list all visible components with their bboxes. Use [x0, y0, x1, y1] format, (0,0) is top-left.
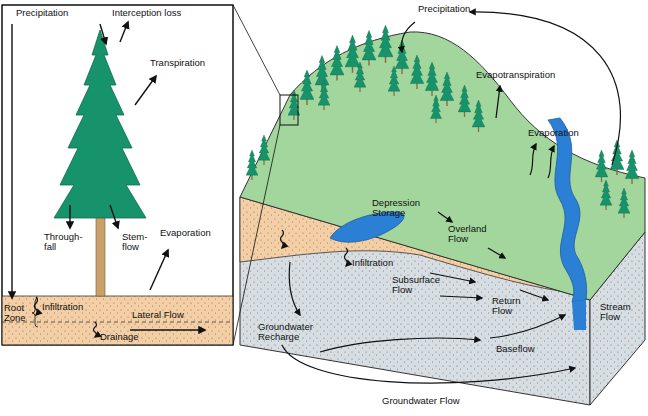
process-label: Overland Flow: [448, 224, 498, 245]
process-label: Lateral Flow: [132, 310, 184, 320]
process-label: Depression Storage: [372, 198, 432, 219]
process-label: Transpiration: [150, 58, 205, 68]
process-label: Precipitation: [418, 4, 470, 14]
process-label: Infiltration: [352, 258, 393, 268]
process-label: Baseflow: [496, 344, 535, 354]
process-label: Evaporation: [528, 128, 579, 138]
process-label: Through- fall: [44, 232, 84, 253]
process-label: Return Flow: [492, 296, 532, 317]
process-label: Precipitation: [16, 8, 68, 18]
process-label: Groundwater Recharge: [258, 322, 322, 343]
process-label: Interception loss: [112, 8, 181, 18]
process-label: Drainage: [100, 332, 139, 342]
process-label: Subsurface Flow: [392, 275, 440, 296]
process-label: Root Zone: [4, 303, 36, 324]
process-label: Evaporation: [160, 228, 211, 238]
process-label: Stream Flow: [600, 302, 636, 323]
process-label: Evapotranspiration: [476, 70, 555, 80]
process-label: Stem- flow: [122, 232, 152, 253]
process-label: Infiltration: [42, 302, 83, 312]
process-label: Groundwater Flow: [382, 396, 460, 406]
